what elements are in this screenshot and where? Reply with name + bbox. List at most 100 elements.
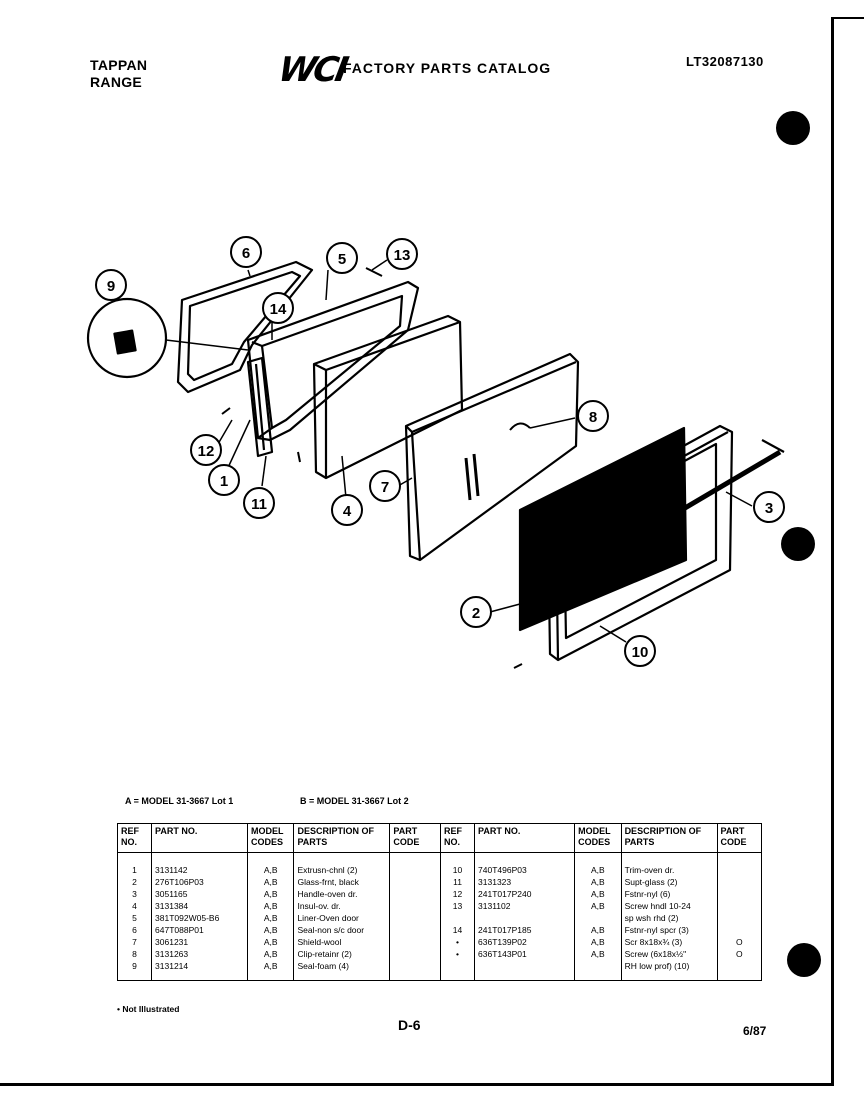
svg-text:12: 12 xyxy=(198,443,215,460)
callout-10: 10 xyxy=(624,635,656,667)
cell-codes: A,B xyxy=(574,900,622,912)
header-ref-2: REF NO. xyxy=(439,823,475,853)
cell-pcode xyxy=(716,852,762,876)
cell-codes: A,B xyxy=(574,852,622,876)
cell-codes: A,B xyxy=(247,876,294,888)
cell-desc: Fstnr-nyl (6) xyxy=(620,888,718,900)
cell-pcode xyxy=(389,912,441,924)
cell-pad xyxy=(474,972,575,981)
catalog-title: FACTORY PARTS CATALOG xyxy=(343,60,552,76)
cell-desc: Seal-foam (4) xyxy=(293,960,390,972)
cell-codes: A,B xyxy=(574,948,622,960)
cell-desc: RH low prof) (10) xyxy=(620,960,718,972)
cell-pcode xyxy=(389,924,441,936)
svg-text:2: 2 xyxy=(472,605,480,622)
cell-desc: sp wsh rhd (2) xyxy=(620,912,718,924)
cell-pcode xyxy=(389,852,441,876)
callout-7: 7 xyxy=(369,470,401,502)
brand-line-1: TAPPAN xyxy=(90,57,148,73)
cell-pcode xyxy=(716,924,762,936)
page-number: D-6 xyxy=(398,1017,421,1033)
top-border-stub xyxy=(831,17,864,19)
cell-part: 3131102 xyxy=(474,900,575,912)
cell-part: 3061231 xyxy=(151,936,248,948)
cell-ref: 8 xyxy=(116,948,152,960)
cell-codes: A,B xyxy=(247,912,294,924)
part-insulation xyxy=(312,314,464,480)
cell-pcode: O xyxy=(716,948,762,960)
cell-pad xyxy=(389,972,441,981)
cell-part: 3051165 xyxy=(151,888,248,900)
punch-hole-bottom xyxy=(787,943,821,977)
callout-1: 1 xyxy=(208,464,240,496)
cell-pad xyxy=(716,972,762,981)
cell-part: 3131384 xyxy=(151,900,248,912)
cell-ref xyxy=(439,912,475,924)
parts-table-header: REF NO. PART NO. MODEL CODES DESCRIPTION… xyxy=(116,823,762,853)
cell-pad xyxy=(247,972,294,981)
cell-codes: A,B xyxy=(574,888,622,900)
cell-desc: Extrusn-chnl (2) xyxy=(293,852,390,876)
punch-hole-middle xyxy=(781,527,815,561)
callout-8: 8 xyxy=(577,400,609,432)
cell-pad xyxy=(574,972,622,981)
cell-pcode xyxy=(389,876,441,888)
cell-part: 381T092W05-B6 xyxy=(151,912,248,924)
cell-pad xyxy=(293,972,390,981)
cell-codes: A,B xyxy=(574,876,622,888)
cell-desc: Insul-ov. dr. xyxy=(293,900,390,912)
cell-pcode xyxy=(716,876,762,888)
model-a-label: A = MODEL 31-3667 Lot 1 xyxy=(125,796,234,806)
cell-desc: Glass-frnt, black xyxy=(293,876,390,888)
cell-ref: • xyxy=(439,948,475,960)
header-desc: DESCRIPTION OF PARTS xyxy=(293,823,390,853)
part-screws xyxy=(221,267,523,669)
cell-pad xyxy=(116,972,152,981)
callout-6: 6 xyxy=(230,236,262,268)
catalog-date: 6/87 xyxy=(743,1024,767,1038)
cell-codes: A,B xyxy=(247,960,294,972)
cell-ref: 10 xyxy=(439,852,475,876)
cell-ref: • xyxy=(439,936,475,948)
header-codes: MODEL CODES xyxy=(247,823,294,853)
svg-text:13: 13 xyxy=(394,247,411,264)
cell-ref: 4 xyxy=(116,900,152,912)
cell-codes: A,B xyxy=(247,948,294,960)
cell-pcode xyxy=(389,888,441,900)
svg-text:1: 1 xyxy=(220,473,228,490)
cell-ref: 13 xyxy=(439,900,475,912)
cell-desc: Shield-wool xyxy=(293,936,390,948)
cell-part: 3131263 xyxy=(151,948,248,960)
cell-part: 3131323 xyxy=(474,876,575,888)
callout-3: 3 xyxy=(753,491,785,523)
cell-codes: A,B xyxy=(247,900,294,912)
svg-text:4: 4 xyxy=(343,503,352,520)
header-ref: REF NO. xyxy=(116,823,152,853)
cell-part: 3131214 xyxy=(151,960,248,972)
svg-text:7: 7 xyxy=(381,479,389,496)
cell-ref: 12 xyxy=(439,888,475,900)
punch-hole-top xyxy=(776,111,810,145)
header-part-2: PART NO. xyxy=(474,823,575,853)
cell-pad xyxy=(620,972,718,981)
svg-text:10: 10 xyxy=(632,644,649,661)
cell-pcode xyxy=(389,960,441,972)
cell-codes: A,B xyxy=(247,924,294,936)
part-seal-ring xyxy=(176,260,314,394)
catalog-number: LT32087130 xyxy=(686,54,764,69)
not-illustrated-note: • Not Illustrated xyxy=(117,1004,180,1014)
cell-desc: Seal-non s/c door xyxy=(293,924,390,936)
part-liner xyxy=(246,280,420,442)
cell-desc: Handle-oven dr. xyxy=(293,888,390,900)
callout-14: 14 xyxy=(262,292,294,324)
table-padding-row xyxy=(116,972,762,981)
cell-pcode xyxy=(716,888,762,900)
